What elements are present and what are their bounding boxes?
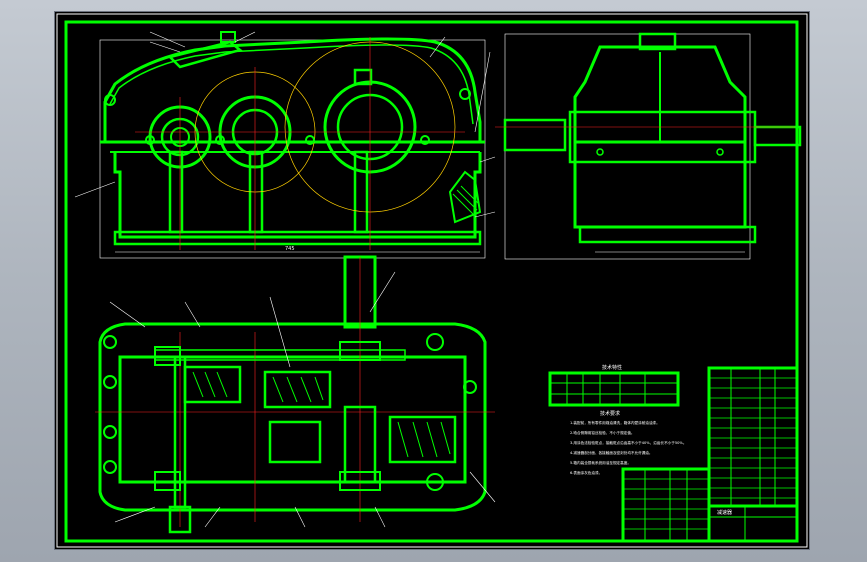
spec-table-title: 技术特性: [602, 364, 622, 371]
title-block-frame: [707, 504, 799, 543]
tech-req-title: 技术要求: [600, 410, 620, 417]
gear-2: [263, 370, 332, 409]
top-bolt-6: [463, 380, 477, 394]
bolt-hole-2: [459, 88, 471, 100]
top-bolt-3: [103, 425, 117, 439]
side-base: [578, 225, 757, 244]
front-base-foot: [113, 230, 482, 246]
title-block: 减速器: [707, 504, 799, 543]
leader-6: [74, 181, 116, 198]
tech-req-line-2: 2.啮合侧隙用铅丝检验，不小于规定值。: [570, 430, 635, 435]
leader-2: [149, 41, 181, 53]
leader-5: [474, 51, 491, 133]
tech-req-line-4: 4.减速器剖分面、各接触面及密封处均不允许漏油。: [570, 450, 653, 455]
leader-4: [429, 36, 446, 58]
inspection-cover: [167, 40, 243, 69]
top-bolt-1: [103, 335, 117, 349]
input-shaft-extension: [503, 118, 567, 152]
top-leader-3: [269, 296, 291, 368]
lower-rows: [623, 478, 709, 530]
bolt-hole-1: [104, 94, 116, 106]
side-housing-outline: [573, 45, 747, 229]
drawing-title: 减速器: [717, 509, 732, 516]
front-view-boundary: [99, 39, 486, 259]
front-cover-outline: [103, 37, 482, 144]
top-bolt-2: [103, 375, 117, 389]
bolt-hole-3: [145, 135, 155, 145]
leader-8: [474, 211, 496, 218]
spec-table-frame: [548, 371, 680, 407]
bolt-hole-5: [305, 135, 315, 145]
top-bolt-5: [426, 333, 444, 351]
side-bolt-1: [596, 148, 604, 156]
top-leader-1: [109, 301, 146, 328]
side-view: [495, 32, 802, 260]
parts-rows: [709, 377, 797, 499]
top-bolt-4: [103, 460, 117, 474]
top-leader-7: [204, 506, 221, 528]
top-inner-cavity: [118, 355, 467, 484]
top-leader-2: [184, 301, 201, 328]
top-leader-8: [294, 506, 306, 528]
gear-3: [388, 415, 457, 464]
output-shaft-extension: [753, 125, 802, 147]
top-section-view: [95, 255, 496, 534]
outer-border: [56, 13, 808, 548]
rib-3: [353, 150, 369, 234]
top-leader-6: [114, 506, 156, 523]
spec-table: 技术特性: [548, 364, 680, 407]
oil-gauge-hatch: [452, 185, 480, 215]
front-dimension-text: 745: [285, 246, 295, 252]
front-view: 745: [74, 31, 496, 259]
rib-1: [168, 150, 184, 234]
assembly-drawing: 745: [56, 13, 808, 548]
drawing-frame: [64, 20, 799, 543]
tech-req-line-6: 6.表面涂灰色油漆。: [570, 470, 602, 475]
bearing-bottom-left: [154, 471, 181, 491]
tech-req-line-5: 5.箱内装全损耗系统用油至规定高度。: [570, 460, 631, 465]
top-leader-9: [374, 506, 386, 528]
front-base-outline: [113, 152, 482, 239]
front-cover-inner-line: [109, 44, 474, 125]
tech-req-line-3: 3.用涂色法检验斑点，接触斑点沿齿高不小于40%，沿齿长不小于50%。: [570, 440, 686, 445]
top-housing-outline: [98, 322, 487, 512]
cad-viewport[interactable]: 745: [55, 12, 809, 549]
leader-1: [149, 31, 186, 48]
input-shaft-end: [168, 505, 192, 534]
top-leader-5: [469, 471, 496, 503]
bearing-bottom-right: [339, 471, 381, 491]
oil-gauge: [448, 170, 482, 224]
parts-list-lower-frame: [621, 467, 711, 543]
section-hatching: [192, 371, 451, 458]
side-view-boundary: [504, 33, 751, 260]
tech-requirements: 技术要求 1.装配前，所有零件用煤油清洗，箱体内壁涂耐油油漆。 2.啮合侧隙用铅…: [570, 410, 686, 475]
parts-list: [621, 366, 799, 543]
output-shaft-section: [343, 405, 377, 484]
leader-7: [479, 156, 496, 163]
bolt-hole-6: [420, 135, 430, 145]
pinion-gear-2: [268, 420, 322, 464]
lifting-ring: [353, 68, 373, 86]
bolt-hole-4: [215, 135, 225, 145]
top-leader-4: [369, 271, 396, 313]
vent-plug: [220, 31, 236, 43]
leader-3: [234, 31, 256, 43]
tech-req-line-1: 1.装配前，所有零件用煤油清洗，箱体内壁涂耐油油漆。: [570, 420, 660, 425]
flange-bolt-row: [154, 349, 406, 361]
top-bolt-7: [426, 473, 444, 491]
side-bolt-2: [716, 148, 724, 156]
side-vent-cap: [638, 32, 677, 51]
parts-list-frame: [707, 366, 799, 508]
